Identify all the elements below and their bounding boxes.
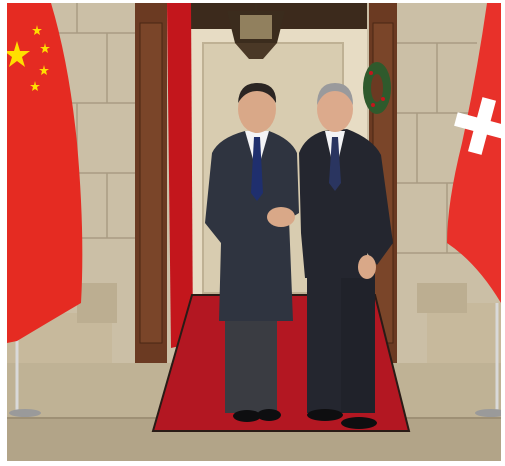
red-curtain	[167, 3, 193, 348]
right-pillar-cap	[417, 283, 467, 313]
right-jacket	[299, 129, 393, 278]
lantern-icon	[227, 3, 285, 59]
person-right	[299, 83, 393, 429]
left-hair	[238, 83, 277, 103]
left-pillar-cap	[77, 283, 117, 323]
wreath-icon	[363, 62, 391, 114]
right-leg-2	[341, 273, 375, 413]
left-coat	[205, 131, 299, 321]
photograph	[7, 3, 501, 461]
right-hand	[358, 255, 376, 279]
right-leg-1	[307, 273, 341, 413]
left-tie	[251, 137, 263, 201]
china-flag-icon	[7, 3, 83, 417]
left-head	[238, 85, 276, 133]
scene-svg	[7, 3, 501, 461]
left-shoe-2	[257, 409, 281, 421]
handshake	[267, 207, 295, 227]
right-tie	[329, 137, 341, 191]
person-left	[205, 83, 299, 422]
right-head	[317, 86, 353, 132]
swiss-flag-icon	[447, 3, 501, 417]
right-hair	[317, 83, 353, 105]
left-door-panel	[139, 22, 163, 344]
left-shoe-1	[233, 410, 261, 422]
left-trousers	[225, 313, 277, 413]
right-shoe-2	[341, 417, 377, 429]
right-shoe-1	[307, 409, 343, 421]
